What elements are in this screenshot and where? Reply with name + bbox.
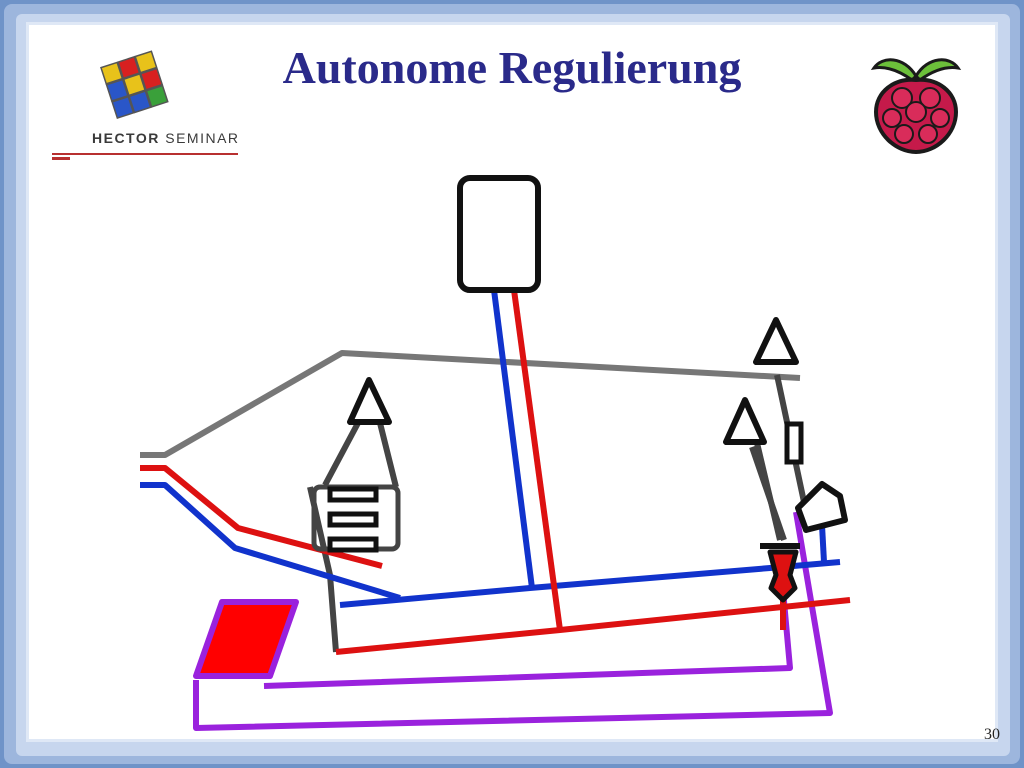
actuator-2	[327, 511, 379, 528]
gray-enclosure-line	[140, 350, 801, 458]
logo-underline-tick	[52, 157, 70, 160]
rubiks-cube-icon	[100, 50, 169, 120]
left-sensor-wire-a	[322, 421, 361, 487]
right-sensor-wire-c	[749, 446, 787, 541]
red-pipe-inlet	[140, 465, 383, 569]
left-sensor-wire-b	[377, 422, 399, 488]
storage-tank	[457, 175, 541, 293]
blue-pipe-inlet	[140, 482, 401, 601]
actuator-1	[327, 486, 379, 503]
pump-housing	[795, 481, 848, 533]
red-pipe-main	[335, 597, 851, 655]
red-pipe-riser	[511, 289, 563, 631]
page-number: 30	[984, 726, 1000, 743]
logo-word-seminar: SEMINAR	[165, 130, 240, 146]
temperature-sensor-right-top	[753, 317, 799, 365]
slide-title: Autonome Regulierung	[282, 42, 742, 93]
logo-word-hector: HECTOR	[92, 130, 160, 146]
slide-paper	[26, 22, 998, 742]
blue-pipe-right	[819, 524, 827, 563]
purple-wire-outer	[193, 511, 833, 731]
sensor-bar	[784, 421, 804, 465]
raspberry-pi-icon	[870, 58, 962, 155]
logo-underline	[52, 153, 238, 155]
controller-unit	[193, 599, 299, 679]
burner-flame	[767, 549, 799, 603]
actuator-3	[327, 536, 379, 553]
temperature-sensor-left	[347, 377, 392, 425]
blue-pipe-riser	[491, 289, 535, 589]
hector-seminar-logo-text: HECTOR SEMINAR	[92, 130, 240, 146]
temperature-sensor-right-mid	[723, 397, 767, 445]
blue-pipe-main	[339, 559, 841, 608]
